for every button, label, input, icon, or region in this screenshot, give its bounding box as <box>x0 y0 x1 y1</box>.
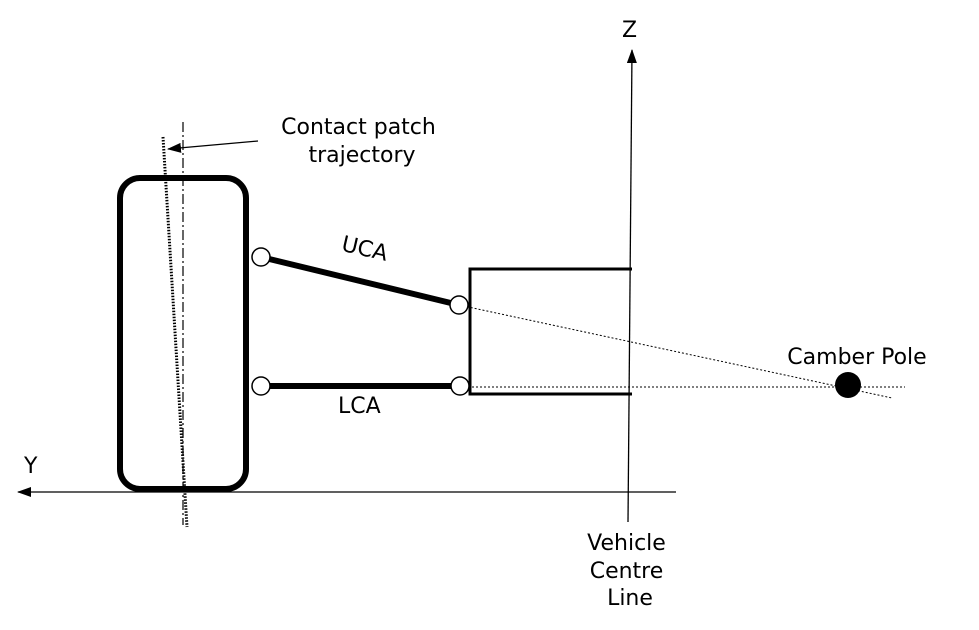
y-axis-label: Y <box>23 454 38 479</box>
contact-patch-label-line2: trajectory <box>308 143 415 168</box>
chassis <box>468 267 632 396</box>
vehicle-centre-line-label: Vehicle Centre Line <box>587 531 673 611</box>
camber-pole-label: Camber Pole <box>787 345 926 370</box>
z-axis-label: Z <box>622 18 637 43</box>
uca-label: UCA <box>339 232 390 267</box>
lca-wheel-joint <box>251 376 271 396</box>
contact-patch-arrow <box>167 140 259 153</box>
uca-projection-line <box>458 304 893 399</box>
upper-control-arm <box>260 254 460 308</box>
camber-pole-point <box>835 372 861 398</box>
vehicle-centre-line-label-line3: Line <box>607 586 653 611</box>
z-axis <box>626 49 637 523</box>
lca-chassis-joint <box>450 376 470 396</box>
vehicle-centre-line-label-line2: Centre <box>590 559 664 584</box>
contact-patch-label-line1: Contact patch <box>281 115 436 140</box>
lca-label: LCA <box>338 394 381 419</box>
contact-patch-label: Contact patch trajectory <box>281 115 443 168</box>
uca-wheel-joint <box>251 247 271 267</box>
vehicle-centre-line-label-line1: Vehicle <box>587 531 666 556</box>
contact-patch-trajectory-line <box>161 136 189 528</box>
uca-chassis-joint <box>449 295 469 315</box>
